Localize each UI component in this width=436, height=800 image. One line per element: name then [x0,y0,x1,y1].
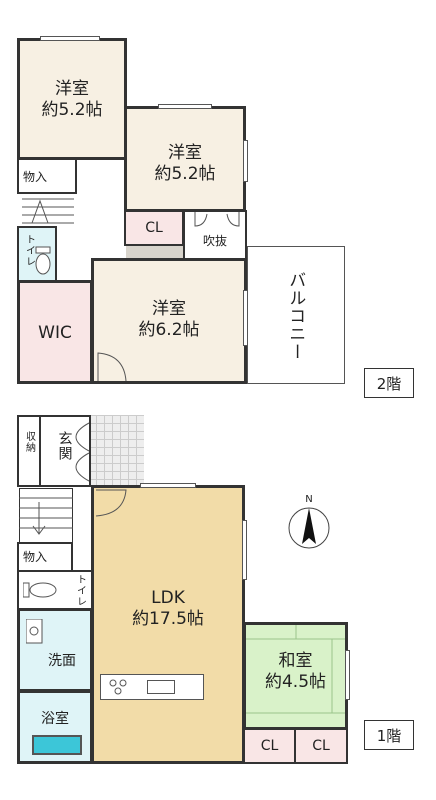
toilet-icon [35,246,51,275]
room-ldk-name: LDK [151,588,185,608]
window [140,483,196,488]
room-genkan-label: 玄関 [56,431,73,461]
window [243,140,248,182]
room-cl-1f-left: CL [243,728,296,764]
room-wic-label: WIC [38,323,72,343]
hallway-2f [126,244,186,260]
compass-arrow-icon [288,507,330,549]
sink-icon [147,680,175,694]
room-monoire-2f: 物入 [17,158,77,194]
room-cl-2f: CL [124,210,184,246]
door-swing-icon [194,212,240,227]
door-swing-icon [97,352,127,382]
room-washitsu-name: 和室 [278,651,313,671]
entrance-porch [88,415,144,487]
room-toilet-2f-label: トイレ [23,234,35,267]
room-monoire-2f-label: 物入 [23,170,48,184]
room-ldk-size: 約17.5帖 [132,609,204,630]
room-cl-1f-right-label: CL [312,738,330,754]
room-genkan: 玄関 [39,415,91,487]
room-fukinuke-label: 吹抜 [202,234,227,248]
room-youshitsu-ne-name: 洋室 [168,143,202,163]
room-youshitsu-s-name: 洋室 [152,299,186,319]
window [158,104,212,109]
room-youshitsu-nw-size: 約5.2帖 [41,100,103,121]
tatami-lines [246,625,345,714]
room-youshitsu-nw: 洋室 約5.2帖 [17,38,127,160]
bathtub-icon [32,735,82,755]
room-cl-1f-left-label: CL [260,738,279,754]
stove-icon [109,679,127,695]
room-toilet-1f: トイレ [17,570,93,610]
door-swing-icon [75,422,90,482]
room-senmen-label: 洗面 [48,653,76,669]
room-yokushitsu: 浴室 [17,690,93,764]
room-toilet-1f-label: トイレ [74,574,86,607]
door-swing-icon [95,489,127,517]
room-youshitsu-ne-size: 約5.2帖 [154,164,216,185]
room-shuno-top-label: 収納 [23,431,35,453]
compass: N [282,494,336,552]
room-ldk: LDK 約17.5帖 [91,485,245,764]
room-washitsu-size: 約4.5帖 [264,672,327,693]
floor2-label: 2階 [364,368,414,398]
room-youshitsu-s: 洋室 約6.2帖 [91,258,247,384]
room-monoire-1f: 物入 [17,542,73,572]
room-monoire-1f-label: 物入 [23,550,48,564]
room-youshitsu-nw-name: 洋室 [55,79,89,99]
room-shuno-top: 収納 [17,415,41,487]
room-cl-2f-label: CL [145,220,163,236]
room-toilet-2f: トイレ [17,226,57,282]
room-washitsu: 和室 約4.5帖 [243,622,348,730]
room-cl-1f-right: CL [294,728,348,764]
room-youshitsu-s-size: 約6.2帖 [138,320,200,341]
floor1-label: 1階 [364,720,414,750]
balcony: バルコニー [247,246,345,384]
window [345,650,350,700]
compass-north-label: N [305,494,313,505]
kitchen-counter [100,674,204,700]
toilet-icon [23,582,57,598]
balcony-label: バルコニー [285,271,306,361]
room-senmen: 洗面 [17,608,93,692]
washbasin-icon [26,619,43,644]
window [242,520,247,580]
window [40,36,100,41]
room-fukinuke: 吹抜 [183,210,247,262]
room-wic: WIC [17,280,93,384]
room-youshitsu-ne: 洋室 約5.2帖 [124,106,246,212]
room-yokushitsu-label: 浴室 [41,711,69,727]
staircase-2f [22,198,74,224]
staircase-1f [19,488,73,544]
